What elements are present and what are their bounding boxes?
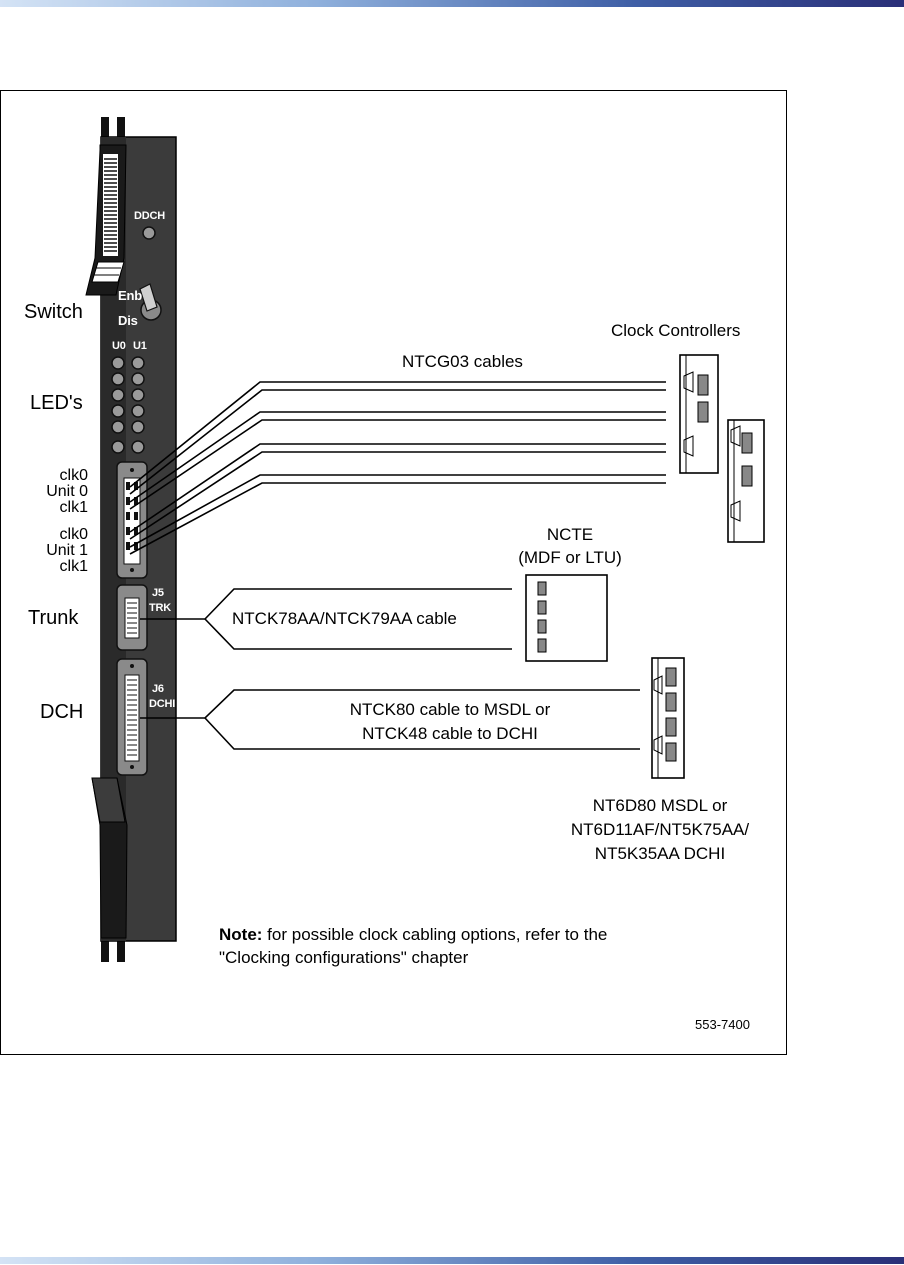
msdl-label-3: NT5K35AA DCHI [594,844,726,863]
j5-label: J5 [152,587,164,599]
u0-label: U0 [112,340,126,352]
j6-dch-connector [116,658,148,776]
j5-trunk-connector [116,584,148,651]
clk0-unit0-label: clk0 [59,467,88,484]
leds-label: LED's [30,392,83,414]
clock-connector [116,461,148,579]
ddch-label: DDCH [134,210,165,222]
led-matrix [111,356,145,454]
switch-label: Switch [24,301,83,323]
ntcg03-cables [129,381,666,555]
note-line-1: Note: for possible clock cabling options… [219,925,607,945]
enb-label: Enb [118,288,142,303]
clock-controller-card-2 [727,419,765,543]
dchi-label: DCHI [149,698,176,710]
note-line-2: "Clocking configurations" chapter [219,948,469,967]
clock-controller-card-1 [679,354,719,474]
ncte-label: NCTE [546,525,594,544]
top-latch [85,144,127,296]
msdl-dchi-card [651,657,685,779]
clock-controllers-label: Clock Controllers [611,321,741,340]
ddch-led [142,226,156,240]
trunk-cable [140,588,512,650]
ncte-sublabel: (MDF or LTU) [518,548,622,567]
unit0-label: Unit 0 [46,483,88,500]
dch-label: DCH [40,701,84,723]
unit1-label: Unit 1 [46,542,88,559]
ntcg03-cables-label: NTCG03 cables [402,352,523,371]
dch-cable [140,689,640,750]
trk-label: TRK [149,602,172,614]
top-gradient-bar [0,0,904,7]
msdl-label-2: NT6D11AF/NT5K75AA/ [570,820,750,839]
dch-cable-label-1: NTCK80 cable to MSDL or [349,700,551,719]
enable-switch [139,283,162,321]
dis-label: Dis [118,313,138,328]
bottom-gradient-bar [0,1257,904,1264]
figure-frame [0,90,787,1055]
trunk-cable-label: NTCK78AA/NTCK79AA cable [232,609,457,628]
msdl-label-1: NT6D80 MSDL or [592,796,728,815]
note-text-1: for possible clock cabling options, refe… [262,925,608,944]
clk1-unit0-label: clk1 [59,499,88,516]
clk1-unit1-label: clk1 [59,558,88,575]
dch-cable-label-2: NTCK48 cable to DCHI [362,724,538,743]
u1-label: U1 [133,340,147,352]
trunk-label: Trunk [28,607,79,629]
ncte-box [525,574,608,662]
clk0-unit1-label: clk0 [59,526,88,543]
figure-id: 553-7400 [695,1017,750,1032]
note-bold: Note: [219,925,263,944]
bottom-latch [91,777,128,939]
j6-label: J6 [152,683,164,695]
